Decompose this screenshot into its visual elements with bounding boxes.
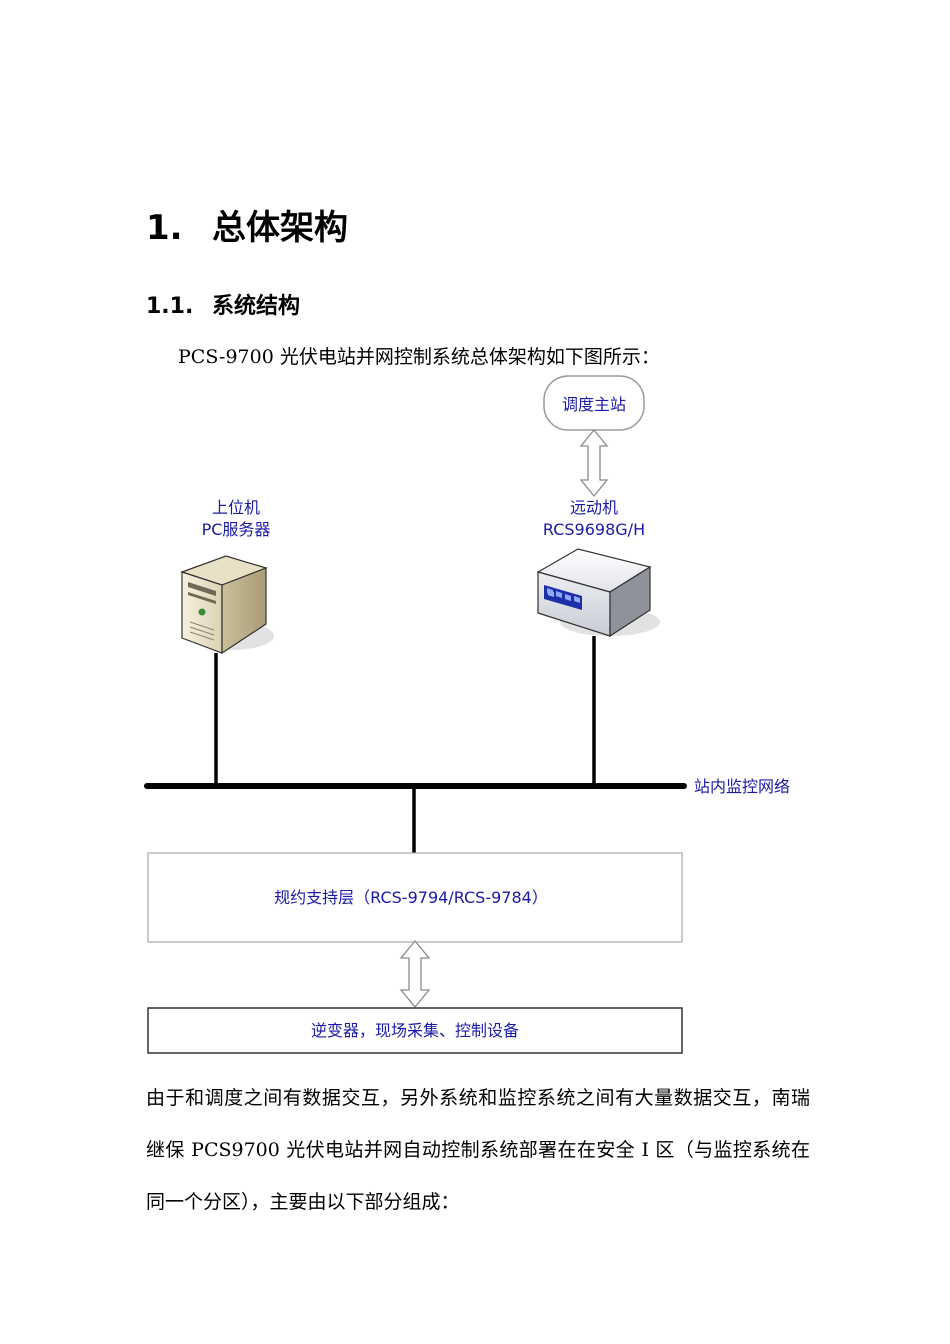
remote-unit-icon bbox=[536, 548, 660, 638]
intro-paragraph: PCS-9700 光伏电站并网控制系统总体架构如下图所示： bbox=[178, 346, 660, 368]
body-paragraph: 由于和调度之间有数据交互，另外系统和监控系统之间有大量数据交互，南瑞继保 PCS… bbox=[146, 1087, 810, 1213]
network-label: 站内监控网络 bbox=[694, 777, 790, 796]
subsection-number: 1.1. bbox=[146, 294, 194, 319]
remote-unit-model: RCS9698G/H bbox=[543, 520, 645, 539]
field-devices-label: 逆变器，现场采集、控制设备 bbox=[311, 1021, 519, 1040]
protocol-layer-box: 规约支持层（RCS-9794/RCS-9784） bbox=[147, 852, 683, 943]
dispatch-center-label: 调度主站 bbox=[562, 395, 626, 414]
section-number: 1. bbox=[146, 208, 183, 248]
section-heading: 1. 总体架构 bbox=[146, 200, 348, 249]
field-devices-box: 逆变器，现场采集、控制设备 bbox=[147, 1007, 683, 1054]
architecture-diagram: 调度主站 远动机 RCS9698G/H 上位机 PC服务器 bbox=[144, 375, 790, 1054]
dispatch-center-node: 调度主站 bbox=[543, 375, 645, 431]
field-link-arrow bbox=[399, 939, 431, 1009]
host-role: PC服务器 bbox=[202, 520, 271, 539]
protocol-layer-label: 规约支持层（RCS-9794/RCS-9784） bbox=[274, 888, 548, 907]
subsection-heading: 1.1. 系统结构 bbox=[146, 288, 300, 320]
remote-unit-name: 远动机 bbox=[570, 498, 618, 517]
section-title: 总体架构 bbox=[212, 208, 348, 248]
server-tower-icon bbox=[180, 555, 274, 655]
dispatch-link-arrow bbox=[579, 428, 609, 498]
host-name: 上位机 bbox=[212, 498, 260, 517]
subsection-title: 系统结构 bbox=[212, 294, 301, 319]
